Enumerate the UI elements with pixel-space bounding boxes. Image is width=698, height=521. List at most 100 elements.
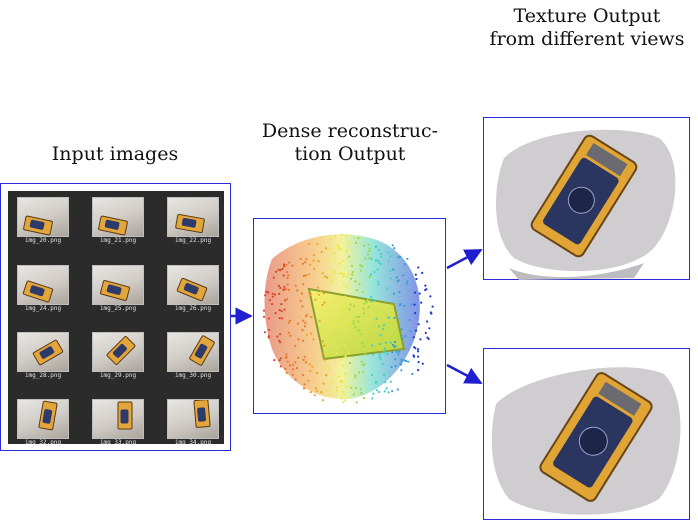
point-cloud-dot <box>373 270 376 274</box>
thumbnail-caption: img_22.png <box>174 237 212 244</box>
point-cloud-dot <box>286 298 289 301</box>
point-cloud-dot <box>309 315 312 319</box>
thumbnail-image <box>17 399 69 439</box>
point-cloud-dot <box>378 342 381 346</box>
point-cloud-dot <box>273 359 276 362</box>
point-cloud-dot <box>369 273 373 276</box>
point-cloud-dot <box>362 307 365 311</box>
thumbnail-image <box>17 197 69 237</box>
point-cloud-dot <box>364 300 367 303</box>
point-cloud-dot <box>395 350 398 353</box>
point-cloud-dot <box>340 397 343 400</box>
point-cloud-dot <box>287 331 290 334</box>
point-cloud-dot <box>284 367 287 370</box>
point-cloud-dot <box>342 273 346 276</box>
point-cloud-dot <box>386 352 389 356</box>
thumbnail-caption: img_20.png <box>24 237 62 244</box>
texture-label-line1: Texture Output <box>513 5 661 27</box>
thumbnail-image <box>167 399 219 439</box>
point-cloud-dot <box>301 262 304 265</box>
point-cloud-dot <box>359 264 362 267</box>
point-cloud-dot <box>302 319 305 322</box>
point-cloud-dot <box>350 386 353 389</box>
multimeter-icon <box>32 339 64 366</box>
thumbnail-caption: img_28.png <box>24 372 62 379</box>
point-cloud-dot <box>362 312 365 315</box>
point-cloud-dot <box>400 360 403 363</box>
point-cloud-dot <box>286 283 289 286</box>
point-cloud-dot <box>406 280 409 283</box>
point-cloud-dot <box>418 292 421 295</box>
thumbnail: img_34.png <box>167 399 219 446</box>
point-cloud-dot <box>414 312 417 315</box>
point-cloud-dot <box>344 295 347 298</box>
point-cloud-dot <box>352 322 355 325</box>
point-cloud-dot <box>341 380 344 383</box>
point-cloud-dot <box>391 244 394 247</box>
point-cloud-dot <box>380 252 383 255</box>
point-cloud-dot <box>286 271 289 274</box>
thumbnail-caption: img_33.png <box>99 439 137 446</box>
point-cloud-dot <box>307 273 310 276</box>
point-cloud-dot <box>429 295 432 298</box>
point-cloud-dot <box>417 266 420 269</box>
point-cloud-dot <box>412 336 415 339</box>
point-cloud-dot <box>291 373 294 376</box>
point-cloud-dot <box>278 339 281 342</box>
point-cloud-dot <box>344 234 348 237</box>
point-cloud-dot <box>334 252 337 255</box>
point-cloud-dot <box>368 249 371 252</box>
point-cloud-dot <box>404 335 407 338</box>
point-cloud-dot <box>301 305 304 308</box>
thumbnail: img_24.png <box>17 265 69 312</box>
point-cloud-dot <box>354 386 357 390</box>
point-cloud-dot <box>378 390 381 394</box>
point-cloud-dot <box>417 348 420 351</box>
point-cloud-dot <box>369 247 372 250</box>
multimeter-icon <box>105 335 137 366</box>
point-cloud-dot <box>355 315 358 318</box>
point-cloud-dot <box>341 320 344 323</box>
point-cloud-dot <box>357 329 360 332</box>
point-cloud-dot <box>414 329 418 332</box>
point-cloud-dot <box>325 374 328 377</box>
point-cloud-dot <box>371 397 374 400</box>
point-cloud-dot <box>415 277 418 281</box>
point-cloud-dot <box>421 362 424 365</box>
point-cloud-dot <box>280 310 283 313</box>
point-cloud-dot <box>278 292 281 295</box>
point-cloud-dot <box>389 255 392 258</box>
point-cloud-dot <box>357 320 360 323</box>
point-cloud-dot <box>364 353 367 356</box>
point-cloud-dot <box>280 303 283 306</box>
point-cloud-dot <box>361 265 364 268</box>
point-cloud-dot <box>322 382 325 385</box>
point-cloud-dot <box>394 358 397 361</box>
thumbnail: img_22.png <box>167 197 219 244</box>
point-cloud-dot <box>331 270 334 273</box>
point-cloud-dot <box>339 358 342 361</box>
point-cloud-dot <box>409 329 412 332</box>
point-cloud-dot <box>303 325 306 328</box>
point-cloud-dot <box>335 352 338 355</box>
thumbnail-image <box>92 332 144 372</box>
point-cloud-dot <box>297 338 300 341</box>
point-cloud-dot <box>389 277 392 280</box>
point-cloud-dot <box>364 257 367 260</box>
point-cloud-dot <box>378 355 381 358</box>
point-cloud-dot <box>397 279 401 282</box>
point-cloud-dot <box>302 339 305 342</box>
point-cloud-dot <box>278 317 281 320</box>
point-cloud-dot <box>347 320 351 323</box>
point-cloud-dot <box>346 248 349 251</box>
point-cloud-dot <box>335 389 339 392</box>
point-cloud-dot <box>316 286 319 289</box>
point-cloud-dot <box>282 274 285 277</box>
point-cloud-dot <box>283 265 286 268</box>
point-cloud-dot <box>413 303 416 306</box>
point-cloud-dot <box>413 291 417 294</box>
point-cloud-dot <box>345 285 348 288</box>
point-cloud-dot <box>392 268 395 271</box>
point-cloud-dot <box>285 371 288 374</box>
